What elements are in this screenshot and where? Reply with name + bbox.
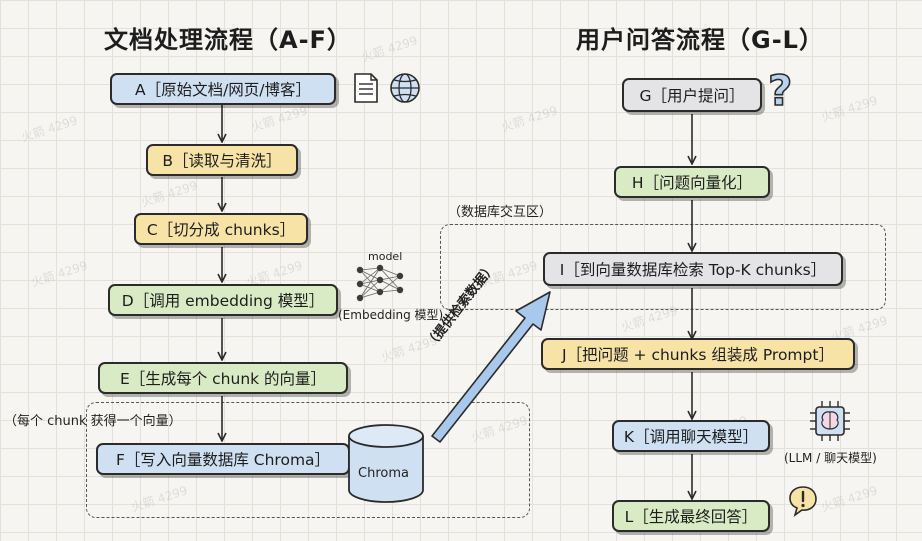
retrieval-arrow [431, 291, 551, 443]
step-f[interactable]: F［写入向量数据库 Chroma］ [96, 443, 350, 475]
step-g[interactable]: G［用户提问］ [622, 78, 762, 112]
step-d[interactable]: D［调用 embedding 模型］ [108, 284, 338, 316]
model-label: model [368, 250, 403, 263]
neural-network-icon [356, 264, 404, 302]
step-c[interactable]: C［切分成 chunks］ [134, 213, 308, 245]
per-chunk-vector-note: （每个 chunk 获得一个向量） [4, 414, 182, 429]
db-zone-label: （数据库交互区） [448, 205, 553, 220]
step-i[interactable]: I［到向量数据库检索 Top-K chunks］ [543, 252, 843, 286]
left-title: 文档处理流程（A-F） [104, 26, 352, 54]
question-mark-icon: ? [767, 65, 793, 116]
step-h[interactable]: H［问题向量化］ [614, 166, 770, 198]
database-interaction-zone [440, 224, 886, 310]
database-write-zone [86, 402, 530, 518]
step-l[interactable]: L［生成最终回答］ [612, 500, 770, 532]
step-b[interactable]: B［读取与清洗］ [146, 144, 298, 176]
step-j[interactable]: J［把问题 + chunks 组装成 Prompt］ [541, 338, 855, 370]
step-e[interactable]: E［生成每个 chunk 的向量］ [98, 362, 348, 394]
document-icon [354, 73, 378, 103]
chroma-database-icon [348, 424, 424, 503]
llm-model-label: (LLM / 聊天模型) [784, 451, 877, 465]
step-k[interactable]: K［调用聊天模型］ [612, 420, 770, 452]
embedding-model-label: (Embedding 模型) [338, 308, 444, 322]
globe-icon [390, 73, 420, 103]
cpu-brain-icon [810, 401, 850, 441]
exclamation-bubble-icon [789, 486, 817, 517]
right-title: 用户问答流程（G-L） [576, 26, 824, 54]
chroma-label: Chroma [358, 466, 409, 481]
step-a[interactable]: A［原始文档/网页/博客］ [110, 73, 336, 105]
